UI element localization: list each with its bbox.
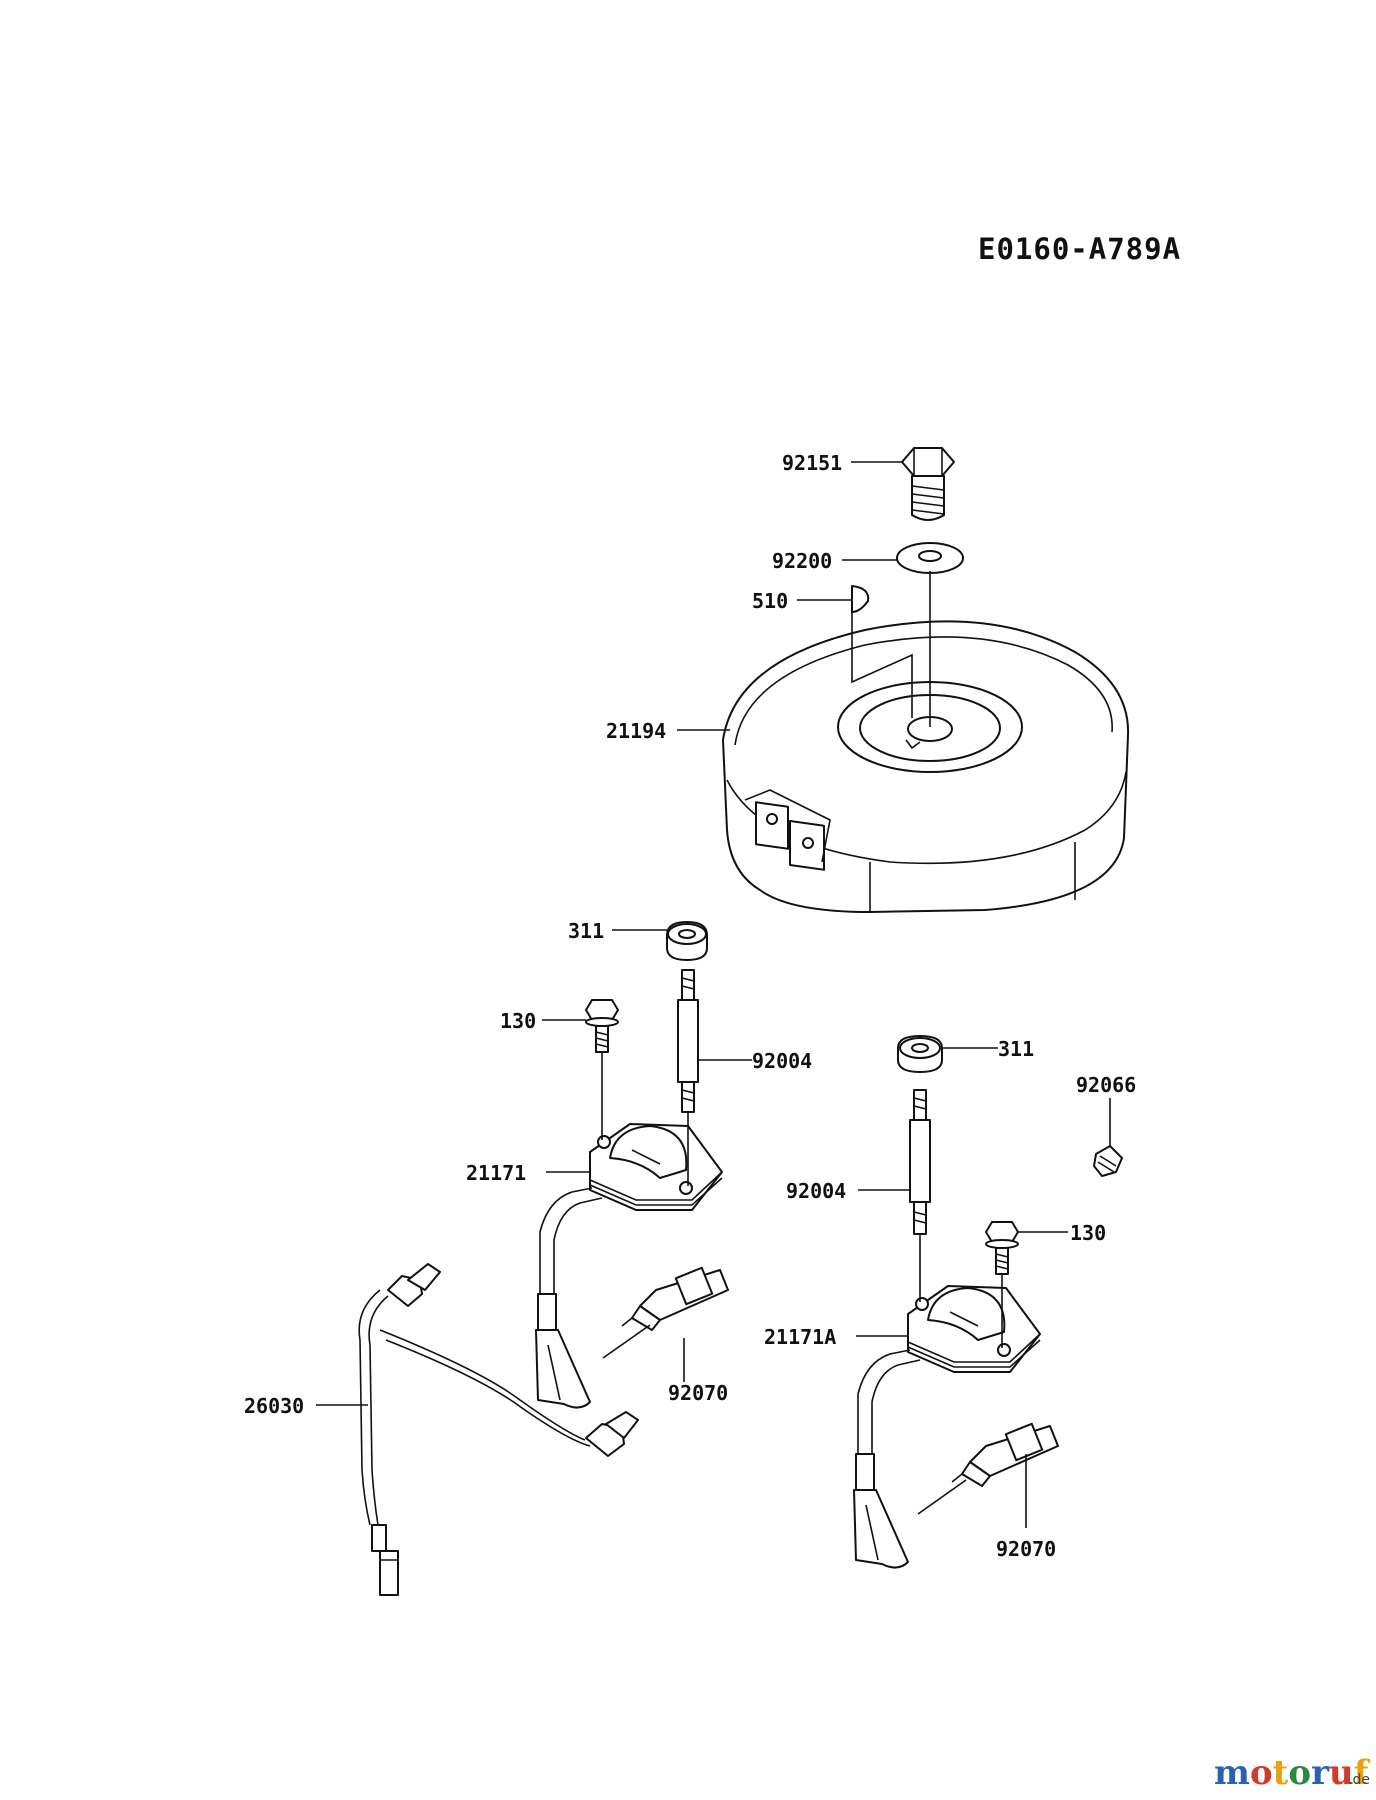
logo-suffix: .de [1348,1772,1370,1788]
label-21194: 21194 [606,719,666,743]
stud-right-part [909,1089,931,1235]
flywheel-part [722,620,1130,913]
label-510: 510 [752,589,788,613]
clip-part [1093,1145,1123,1177]
label-92151: 92151 [782,451,842,475]
label-92004-left: 92004 [752,1049,812,1073]
leader-lines [316,461,1111,1528]
key-part [851,585,870,613]
coil-lead-right [853,1349,921,1569]
label-92066: 92066 [1076,1073,1136,1097]
logo-letter-m: m [1214,1753,1250,1793]
label-130-left: 130 [500,1009,536,1033]
motoruf-logo: motoruf .de [1214,1753,1371,1793]
harness-part [358,1263,639,1596]
stud-left-part [677,969,699,1113]
bolt-right-part [985,1221,1019,1275]
label-92070-right: 92070 [996,1537,1056,1561]
label-92070-left: 92070 [668,1381,728,1405]
logo-letter-o2: o [1288,1753,1311,1793]
label-311-right: 311 [998,1037,1034,1061]
coil-lead-left [535,1187,603,1409]
label-26030: 26030 [244,1394,304,1418]
bolt-left-part [585,999,619,1053]
bolt-part [901,447,955,521]
label-21171A: 21171A [764,1325,836,1349]
coil-right-part [907,1285,1041,1373]
spark-plug-right-part [951,1422,1059,1487]
label-92004-right: 92004 [786,1179,846,1203]
label-311-left: 311 [568,919,604,943]
coil-left-part [589,1123,723,1211]
nut-right-part [897,1035,943,1073]
spark-plug-left-part [621,1266,729,1331]
label-21171: 21171 [466,1161,526,1185]
logo-letter-r: r [1311,1753,1330,1793]
svg-text:motoruf: motoruf [1214,1753,1371,1793]
washer-part [896,542,964,574]
logo-letter-u: u [1329,1753,1354,1793]
label-92200: 92200 [772,549,832,573]
diagram-code: E0160-A789A [978,232,1181,266]
logo-letter-t: t [1273,1753,1289,1793]
nut-left-part [666,921,708,961]
logo-letter-f: f [1354,1753,1371,1793]
logo-letter-o: o [1250,1753,1273,1793]
part-labels: 92151 92200 510 21194 311 130 92004 2117… [244,451,1136,1561]
label-130-right: 130 [1070,1221,1106,1245]
